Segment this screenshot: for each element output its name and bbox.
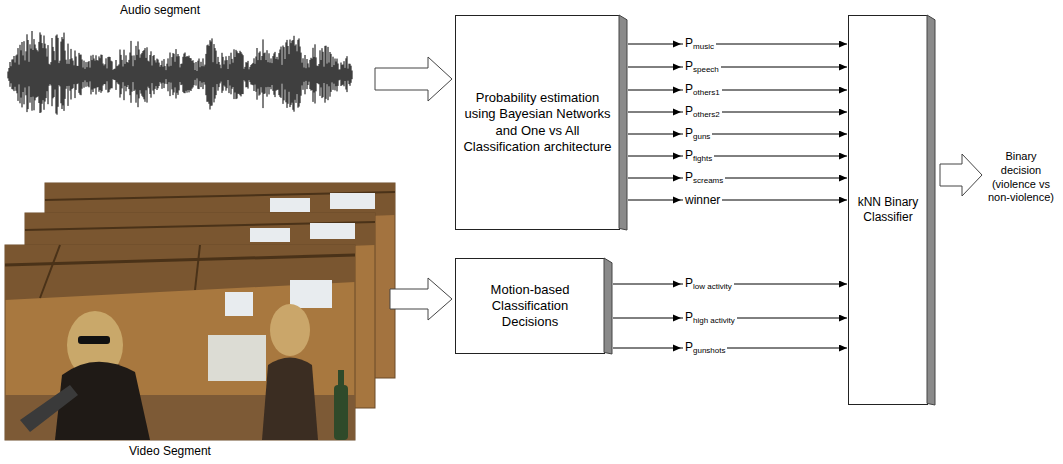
block-arrow: [940, 154, 982, 196]
box-depth: [619, 15, 627, 230]
connector-arrow: [628, 44, 847, 45]
classifier-box: kNN Binary Classifier: [848, 15, 928, 405]
output-label: Binary decision (violence vs non-violenc…: [985, 150, 1057, 205]
box-depth: [619, 15, 628, 231]
connector-group: [628, 197, 847, 204]
connector-arrow: [628, 178, 847, 179]
arrowhead: [673, 64, 681, 71]
connector-group: [628, 64, 847, 71]
connector-group: [613, 345, 847, 352]
arrowhead: [673, 131, 681, 138]
probability-label: Pguns: [683, 126, 712, 142]
box-depth: [604, 258, 613, 355]
connector-arrow: [628, 90, 847, 91]
box-text: kNN Binary Classifier: [855, 195, 921, 225]
connector-group: [628, 131, 847, 138]
segment-label: Audio segment: [100, 3, 220, 18]
box-depth: [604, 258, 612, 354]
connector-arrow: [613, 348, 847, 349]
probability-label: Pmusic: [683, 36, 716, 52]
process-box: Probability estimation using Bayesian Ne…: [455, 15, 620, 230]
arrowhead: [673, 109, 681, 116]
box-text: Probability estimation using Bayesian Ne…: [462, 90, 613, 155]
arrowhead: [673, 153, 681, 160]
arrowhead: [673, 281, 681, 288]
block-arrow: [390, 278, 452, 320]
box-text: Motion-based Classification Decisions: [462, 282, 598, 331]
connector-group: [628, 41, 847, 48]
arrowhead: [673, 87, 681, 94]
arrowhead: [673, 197, 681, 204]
audio-waveform: [8, 31, 352, 115]
connector-group: [628, 87, 847, 94]
probability-label: Pscreams: [683, 170, 725, 186]
probability-label: Pgunshots: [683, 340, 727, 356]
video-frame: [5, 245, 355, 440]
box-depth: [927, 15, 936, 406]
connector-group: [628, 109, 847, 116]
arrowhead: [673, 315, 681, 322]
audio-waveform: [8, 31, 352, 115]
connector-group: [628, 153, 847, 160]
block-arrow: [375, 57, 452, 101]
probability-label: Plow activity: [683, 276, 734, 292]
arrowhead: [673, 175, 681, 182]
connector-arrow: [628, 134, 847, 135]
probability-label: Pothers2: [683, 104, 722, 120]
connector-arrow: [628, 112, 847, 113]
connector-arrow: [628, 67, 847, 68]
probability-label: winner: [683, 193, 722, 207]
connector-arrow: [628, 156, 847, 157]
connector-group: [628, 175, 847, 182]
arrowhead: [673, 41, 681, 48]
probability-label: Phigh activity: [683, 310, 737, 326]
probability-label: Pothers1: [683, 82, 722, 98]
probability-label: Pfights: [683, 148, 714, 164]
arrowhead: [673, 345, 681, 352]
connector-arrow: [628, 200, 847, 201]
segment-label: Video Segment: [110, 444, 230, 459]
process-box: Motion-based Classification Decisions: [455, 258, 605, 354]
probability-label: Pspeech: [683, 59, 721, 75]
box-depth: [927, 15, 935, 405]
